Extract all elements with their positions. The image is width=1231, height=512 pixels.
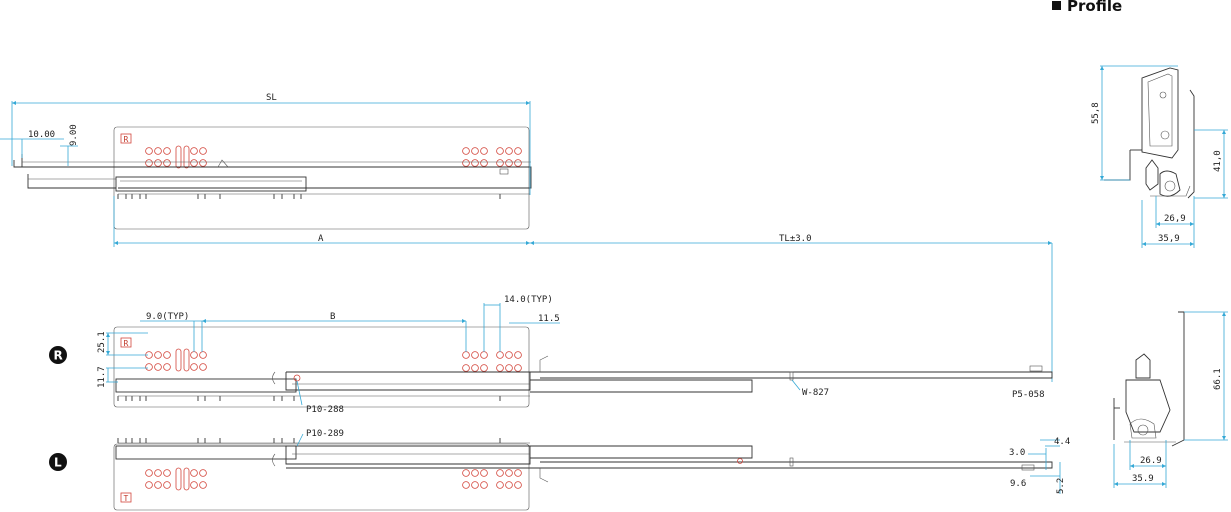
dim-tl: TL±3.0 (779, 234, 812, 244)
dim-11-7: 11.7 (97, 366, 107, 388)
plate-letter-r-top: R (124, 135, 129, 144)
dim-5-2: 5.2 (1056, 478, 1066, 494)
dim-p-66-1: 66.1 (1213, 368, 1223, 390)
dim-3-0: 3.0 (1009, 448, 1025, 458)
dim-14-typ: 14.0(TYP) (504, 295, 553, 305)
square-bullet-icon (1052, 1, 1061, 10)
right-view-dimensions: 9.0(TYP) B 14.0(TYP) 11.5 25.1 11.7 P10-… (97, 295, 1045, 415)
dim-4-4: 4.4 (1054, 437, 1070, 447)
inner-member-top (115, 176, 307, 192)
dim-sl: SL (266, 93, 277, 103)
marker-l-circle (49, 453, 67, 471)
mounting-plate-top (113, 126, 530, 230)
label-w-827: W-827 (802, 388, 829, 398)
dim-a: A (318, 234, 324, 244)
dim-p-55-8: 55,8 (1091, 102, 1101, 124)
hole-cluster-right-l (462, 469, 522, 489)
dim-9-00: 9.00 (69, 124, 79, 146)
plate-letter-box (120, 133, 132, 144)
hole-cluster-right-r (462, 351, 522, 372)
hole-cluster-left-top (145, 145, 207, 169)
label-p10-288: P10-288 (306, 405, 344, 415)
top-dimensions: SL 10.00 9.00 A TL±3.0 (0, 93, 1053, 382)
profile-header: Profile (1052, 0, 1122, 15)
inner-member-r (115, 378, 297, 393)
hole-cluster-right-top (462, 147, 522, 167)
dim-p-41-0: 41,0 (1213, 150, 1223, 172)
inner-member-l (115, 445, 297, 460)
left-view-dimensions: P10-289 4.4 3.0 9.6 5.2 (296, 429, 1070, 494)
dim-p-35-9-b: 35.9 (1132, 474, 1154, 484)
profile-section-2: 66.1 26.9 35.9 (1113, 311, 1228, 488)
mounting-plate-r (113, 326, 530, 408)
dim-9-6: 9.6 (1010, 479, 1026, 489)
dim-10-00: 10.00 (28, 130, 55, 140)
dim-25-1: 25.1 (97, 331, 107, 353)
marker-r: R (54, 349, 63, 363)
dim-b: B (330, 312, 335, 322)
plate-letter-t: T (124, 494, 129, 503)
label-p10-289: P10-289 (306, 429, 344, 439)
plate-letter-r-mid: R (124, 339, 129, 348)
left-view: L T (49, 438, 1053, 511)
profile-section-1: 55,8 41,0 26,9 35,9 (1091, 65, 1228, 248)
marker-r-circle (49, 346, 67, 364)
rail-tabs-top (117, 194, 501, 199)
marker-l: L (54, 456, 62, 470)
hole-cluster-left-r (145, 348, 207, 372)
extended-rail-l (286, 461, 1053, 469)
dim-11-5: 11.5 (538, 314, 560, 324)
hole-cluster-left-l (145, 467, 207, 491)
mounting-plate-l (113, 443, 530, 511)
dim-p-35-9-a: 35,9 (1158, 234, 1180, 244)
profile-title: Profile (1067, 0, 1123, 15)
slide-rail-outer-top (21, 154, 532, 189)
label-p5-058: P5-058 (1012, 390, 1045, 400)
dim-p-26-9-a: 26,9 (1164, 214, 1186, 224)
dim-p-26-9-b: 26.9 (1140, 456, 1162, 466)
extended-rail-r (286, 371, 1053, 379)
dim-9-typ: 9.0(TYP) (146, 312, 189, 322)
top-view: R (13, 126, 532, 230)
right-view: R R (49, 326, 1053, 408)
